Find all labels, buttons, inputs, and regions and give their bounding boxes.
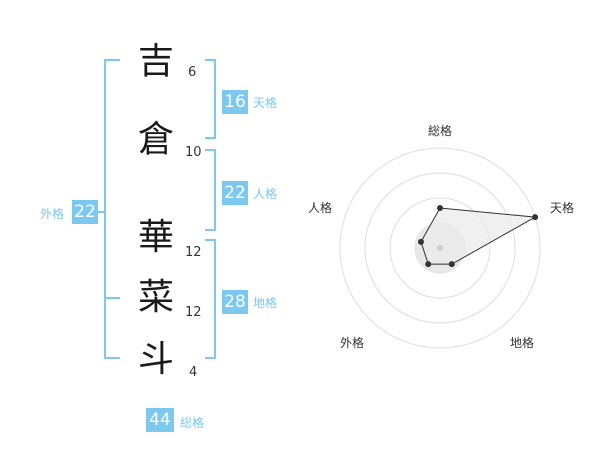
tenkaku-bracket [205, 59, 216, 139]
chikaku-value: 28 [222, 290, 248, 314]
radar-ring-3 [364, 172, 516, 324]
name-char-1: 吉 [137, 41, 174, 82]
radar-point-3 [448, 261, 455, 268]
chikaku-label: 地格 [253, 296, 278, 310]
name-char-4: 菜 [137, 277, 174, 318]
jinkaku-value: 22 [222, 181, 248, 205]
stroke-count-2: 10 [185, 145, 202, 160]
radar-ring-2 [389, 197, 491, 299]
stroke-count-4: 12 [185, 305, 202, 320]
radar-axis-label-gaikaku: 外格 [340, 336, 365, 350]
soukaku-label: 総格 [180, 416, 205, 430]
radar-point-5 [417, 238, 424, 245]
radar-axis-label-chikaku: 地格 [510, 336, 535, 350]
tenkaku-label: 天格 [253, 96, 278, 110]
radar-axis-label-soukaku: 総格 [428, 124, 453, 138]
soukaku-value: 44 [146, 408, 174, 432]
name-char-2: 倉 [137, 119, 174, 160]
gaikaku-label: 外格 [40, 207, 65, 221]
radar-point-4 [425, 261, 432, 268]
radar-ring-4 [339, 147, 541, 349]
jinkaku-bracket [205, 149, 216, 231]
radar-polygon [420, 207, 537, 265]
gaikaku-value: 22 [72, 200, 98, 224]
gaikaku-bracket [104, 59, 120, 359]
radar-point-2 [532, 214, 539, 221]
radar-axis-label-jinkaku: 人格 [308, 201, 333, 215]
name-char-3: 華 [137, 217, 174, 258]
radar-axis-label-tenkaku: 天格 [550, 201, 575, 215]
stroke-count-1: 6 [188, 65, 197, 80]
radar-center-dot [437, 245, 443, 251]
tenkaku-value: 16 [222, 90, 248, 114]
stroke-count-5: 4 [189, 365, 198, 380]
jinkaku-label: 人格 [253, 187, 278, 201]
radar-point-1 [437, 205, 443, 211]
stroke-count-3: 12 [185, 245, 202, 260]
chikaku-bracket [205, 239, 216, 359]
name-char-5: 斗 [137, 339, 174, 380]
